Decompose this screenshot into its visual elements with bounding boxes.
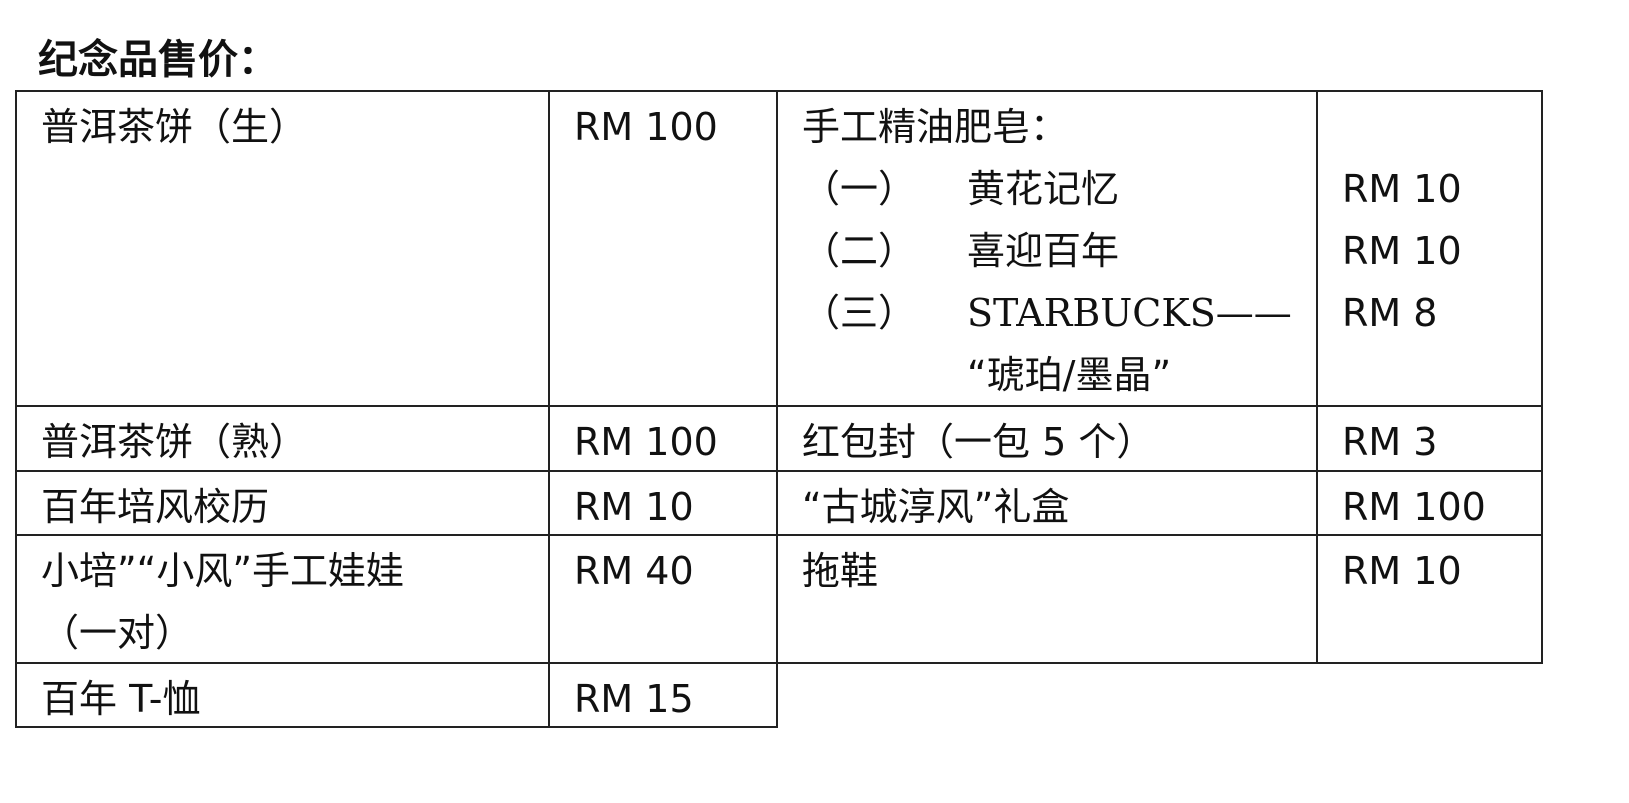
- sub-item-label: 黄花记忆: [967, 167, 1120, 211]
- sub-item: （三） STARBUCKS——: [802, 282, 1316, 344]
- table-cell-price: RM 15: [548, 662, 778, 728]
- table-cell-item: 红包封（一包 5 个）: [776, 405, 1318, 472]
- item-label: 手工精油肥皂：: [802, 105, 1069, 149]
- table-cell-price: RM 40: [548, 534, 778, 664]
- sub-item: （二） 喜迎百年: [802, 220, 1316, 282]
- table-cell-item: 普洱茶饼（熟）: [15, 405, 550, 472]
- sub-item-price: RM 10: [1342, 167, 1462, 211]
- table-cell-price: RM 10 RM 10 RM 8: [1316, 90, 1543, 407]
- sub-item-number: （三）: [802, 291, 917, 335]
- table-cell-item: 百年培风校历: [15, 470, 550, 536]
- sub-item-number: （二）: [802, 229, 917, 273]
- table-cell-item: 普洱茶饼（生）: [15, 90, 550, 407]
- item-price: RM 100: [574, 105, 718, 149]
- item-label-line2: （一对）: [41, 611, 194, 655]
- item-label: 拖鞋: [802, 549, 879, 593]
- item-label: “古城淳风”礼盒: [802, 485, 1070, 529]
- table-cell-price: RM 100: [1316, 470, 1543, 536]
- item-label: 百年培风校历: [41, 485, 270, 529]
- table-cell-item: 小培”“小风”手工娃娃 （一对）: [15, 534, 550, 664]
- item-label: 小培”“小风”手工娃娃: [41, 549, 405, 593]
- table-cell-price: RM 100: [548, 405, 778, 472]
- table-cell-item: “古城淳风”礼盒: [776, 470, 1318, 536]
- item-price: RM 10: [574, 485, 694, 529]
- table-cell-item: 百年 T-恤: [15, 662, 550, 728]
- item-price: RM 100: [574, 420, 718, 464]
- item-price: RM 3: [1342, 420, 1438, 464]
- item-price: RM 40: [574, 549, 694, 593]
- item-price: RM 15: [574, 677, 694, 721]
- sub-item: （一） 黄花记忆: [802, 158, 1316, 220]
- table-cell-item: 拖鞋: [776, 534, 1318, 664]
- table-cell-price: RM 100: [548, 90, 778, 407]
- item-label: 红包封（一包 5 个）: [802, 420, 1155, 464]
- table-cell-price: RM 10: [548, 470, 778, 536]
- item-label: 百年 T-恤: [41, 677, 201, 721]
- item-price: RM 10: [1342, 549, 1462, 593]
- item-price: RM 100: [1342, 485, 1486, 529]
- item-label: 普洱茶饼（生）: [41, 105, 308, 149]
- item-label: 普洱茶饼（熟）: [41, 420, 308, 464]
- sub-item-label: STARBUCKS——: [967, 291, 1292, 335]
- table-cell-price: RM 10: [1316, 534, 1543, 664]
- table-cell-item: 手工精油肥皂： （一） 黄花记忆 （二） 喜迎百年 （三） STARBUCKS—— “…: [776, 90, 1318, 407]
- sub-item-label: 喜迎百年: [967, 229, 1120, 273]
- page-title: 纪念品售价：: [38, 37, 278, 83]
- sub-item-number: （一）: [802, 167, 917, 211]
- sub-item-price: RM 8: [1342, 291, 1438, 335]
- sub-item-label-line2: “琥珀/墨晶”: [967, 353, 1172, 397]
- table-cell-price: RM 3: [1316, 405, 1543, 472]
- sub-item-price: RM 10: [1342, 229, 1462, 273]
